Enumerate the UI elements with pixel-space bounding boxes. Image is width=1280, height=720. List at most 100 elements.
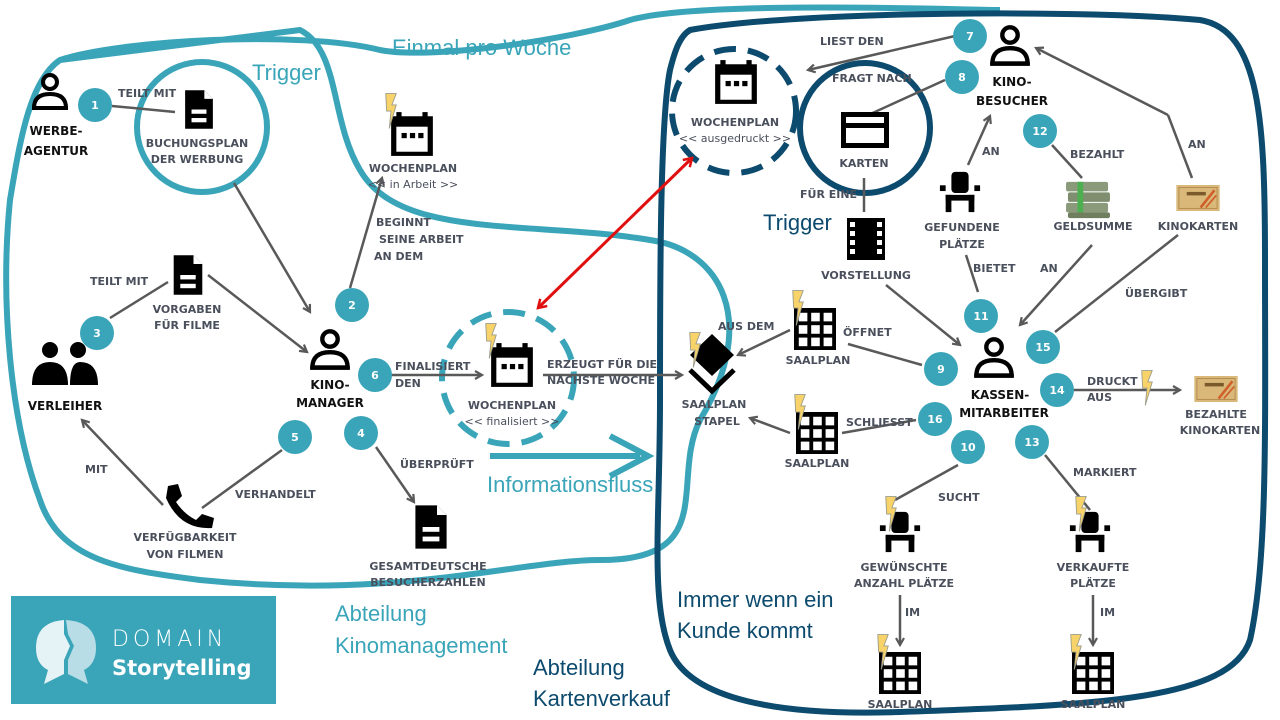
grid-icon	[796, 412, 838, 454]
activity-line-9	[847, 342, 923, 367]
actor-verleiher[interactable]: VERLEIHER	[28, 342, 103, 413]
badge-circle	[951, 430, 985, 464]
work-object-label: VERKAUFTE	[1057, 561, 1130, 574]
actor-label: AGENTUR	[24, 144, 89, 158]
activity-number-badge: 7	[953, 19, 987, 53]
activity-label: BEZAHLT	[1070, 148, 1125, 161]
work-object-verfuegbarkeit[interactable]: VERFÜGBARKEIT VON FILMEN	[134, 484, 237, 561]
work-object-wochenplan-finalisiert[interactable]: WOCHENPLAN << finalisiert >>	[464, 323, 560, 429]
work-object-label: BEZAHLTE	[1185, 408, 1247, 421]
work-object-wochenplan-arbeit[interactable]: WOCHENPLAN << in Arbeit >>	[368, 93, 459, 192]
activity-line-3	[109, 280, 169, 320]
activity-line-16b	[750, 418, 791, 435]
work-object-vorstellung[interactable]: VORSTELLUNG	[821, 218, 911, 282]
ticket-icon	[1174, 185, 1222, 211]
work-object-kinokarten[interactable]: KINOKARTEN	[1158, 185, 1238, 233]
ticket-icon	[1192, 376, 1240, 402]
activity-line-11	[964, 254, 980, 293]
badge-number: 11	[973, 310, 988, 323]
activity-number-badge: 12	[1023, 114, 1057, 148]
work-object-buchungsplan[interactable]: BUCHUNGSPLAN DER WERBUNG	[146, 90, 248, 166]
work-object-label: KINOKARTEN	[1158, 220, 1238, 233]
work-object-label: SAALPLAN	[682, 398, 747, 411]
activity-line-10b	[885, 284, 960, 345]
work-object-gewuenschte-plaetze[interactable]: GEWÜNSCHTE ANZAHL PLÄTZE	[854, 496, 954, 591]
group-boundary-kinomanagement	[3, 4, 1001, 589]
work-object-verkaufte-plaetze[interactable]: VERKAUFTE PLÄTZE	[1057, 496, 1130, 591]
badge-number: 6	[371, 369, 379, 382]
grid-icon	[879, 652, 921, 694]
activity-line-8c	[966, 116, 990, 166]
activity-number-badge: 11	[964, 299, 998, 333]
activity-label: VERHANDELT	[235, 488, 316, 501]
activity-number-badge: 6	[358, 358, 392, 392]
group-icon	[32, 342, 98, 385]
person-icon	[974, 339, 1014, 378]
speech-bubbles-icon	[36, 620, 96, 684]
activity-label: FÜR EINE	[800, 187, 857, 201]
activity-line-8	[865, 78, 946, 118]
work-object-gefundene-plaetze[interactable]: GEFUNDENE PLÄTZE	[924, 171, 1000, 251]
badge-number: 4	[357, 427, 365, 440]
work-object-saalplan-oeffnet[interactable]: SAALPLAN	[786, 290, 851, 368]
activity-label: BEGINNT	[376, 216, 431, 229]
activity-line-12d	[1020, 244, 1093, 325]
activity-number-badge: 8	[945, 60, 979, 94]
work-object-label: ANZAHL PLÄTZE	[854, 576, 954, 590]
activity-label: MIT	[85, 463, 108, 476]
activity-number-badge: 15	[1026, 330, 1060, 364]
person-icon	[310, 331, 350, 370]
work-object-label: SAALPLAN	[785, 457, 850, 470]
work-object-saalplan-stapel[interactable]: SAALPLAN STAPEL	[682, 332, 747, 429]
badge-circle	[80, 316, 114, 350]
activity-number-badge: 4	[344, 416, 378, 450]
actor-kinomanager[interactable]: KINO- MANAGER	[296, 331, 364, 410]
badge-circle	[918, 402, 952, 436]
activity-label: AN	[982, 145, 1000, 158]
actor-werbeagentur[interactable]: WERBE- AGENTUR	[24, 73, 89, 158]
activity-label: AN	[1040, 262, 1058, 275]
activity-number-badge: 9	[924, 352, 958, 386]
actor-label: BESUCHER	[976, 94, 1048, 108]
annotation-informationsfluss: Informationsfluss	[487, 472, 653, 497]
seat-icon	[939, 171, 981, 213]
badge-circle	[1023, 114, 1057, 148]
actor-kinobesucher[interactable]: KINO- BESUCHER	[976, 27, 1048, 108]
activity-label: SUCHT	[938, 491, 980, 504]
work-object-vorgaben[interactable]: VORGABEN FÜR FILME	[153, 255, 222, 332]
activity-label: BIETET	[973, 262, 1016, 275]
activity-label: FRAGT NACH	[832, 72, 912, 85]
badge-number: 7	[966, 30, 974, 43]
actor-label: MITARBEITER	[959, 406, 1049, 420]
highlight-circle-wochenplan-gedruckt	[669, 46, 799, 176]
activity-label: TEILT MIT	[90, 275, 149, 288]
actor-kassenmitarbeiter[interactable]: KASSEN- MITARBEITER	[959, 339, 1049, 420]
work-object-saalplan-schliesst[interactable]: SAALPLAN	[785, 394, 850, 471]
work-object-gesamtdeutsche[interactable]: GESAMTDEUTSCHE BESUCHERZAHLEN	[369, 505, 487, 589]
work-object-karten[interactable]: KARTEN	[839, 112, 889, 170]
badge-number: 5	[291, 431, 299, 444]
work-object-label: BESUCHERZAHLEN	[370, 576, 485, 589]
activity-label: ÜBERGIBT	[1125, 286, 1188, 300]
work-object-label: SAALPLAN	[868, 698, 933, 711]
work-object-geldsumme[interactable]: GELDSUMME	[1054, 181, 1133, 233]
work-object-wochenplan-gedruckt[interactable]: WOCHENPLAN << ausgedruckt >>	[679, 60, 791, 145]
work-object-label: WOCHENPLAN	[468, 399, 556, 412]
activity-label: DEN	[395, 377, 421, 390]
activity-line-1b	[232, 182, 310, 312]
card-icon	[841, 112, 889, 148]
badge-number: 9	[937, 363, 945, 376]
calendar-icon	[491, 343, 533, 387]
group-boundary-kartenverkauf	[654, 10, 1269, 716]
actor-label: VERLEIHER	[28, 399, 103, 413]
work-object-saalplan-im2[interactable]: SAALPLAN	[1061, 634, 1126, 712]
badge-circle	[1040, 373, 1074, 407]
badge-circle	[924, 352, 958, 386]
work-object-saalplan-im1[interactable]: SAALPLAN	[868, 634, 933, 712]
badge-number: 8	[958, 71, 966, 84]
work-object-bezahlte-kinokarten[interactable]: BEZAHLTE KINOKARTEN	[1180, 376, 1260, 437]
activity-label: AN DEM	[374, 250, 423, 263]
money-icon	[1066, 181, 1110, 219]
activity-label: IM	[905, 606, 920, 619]
